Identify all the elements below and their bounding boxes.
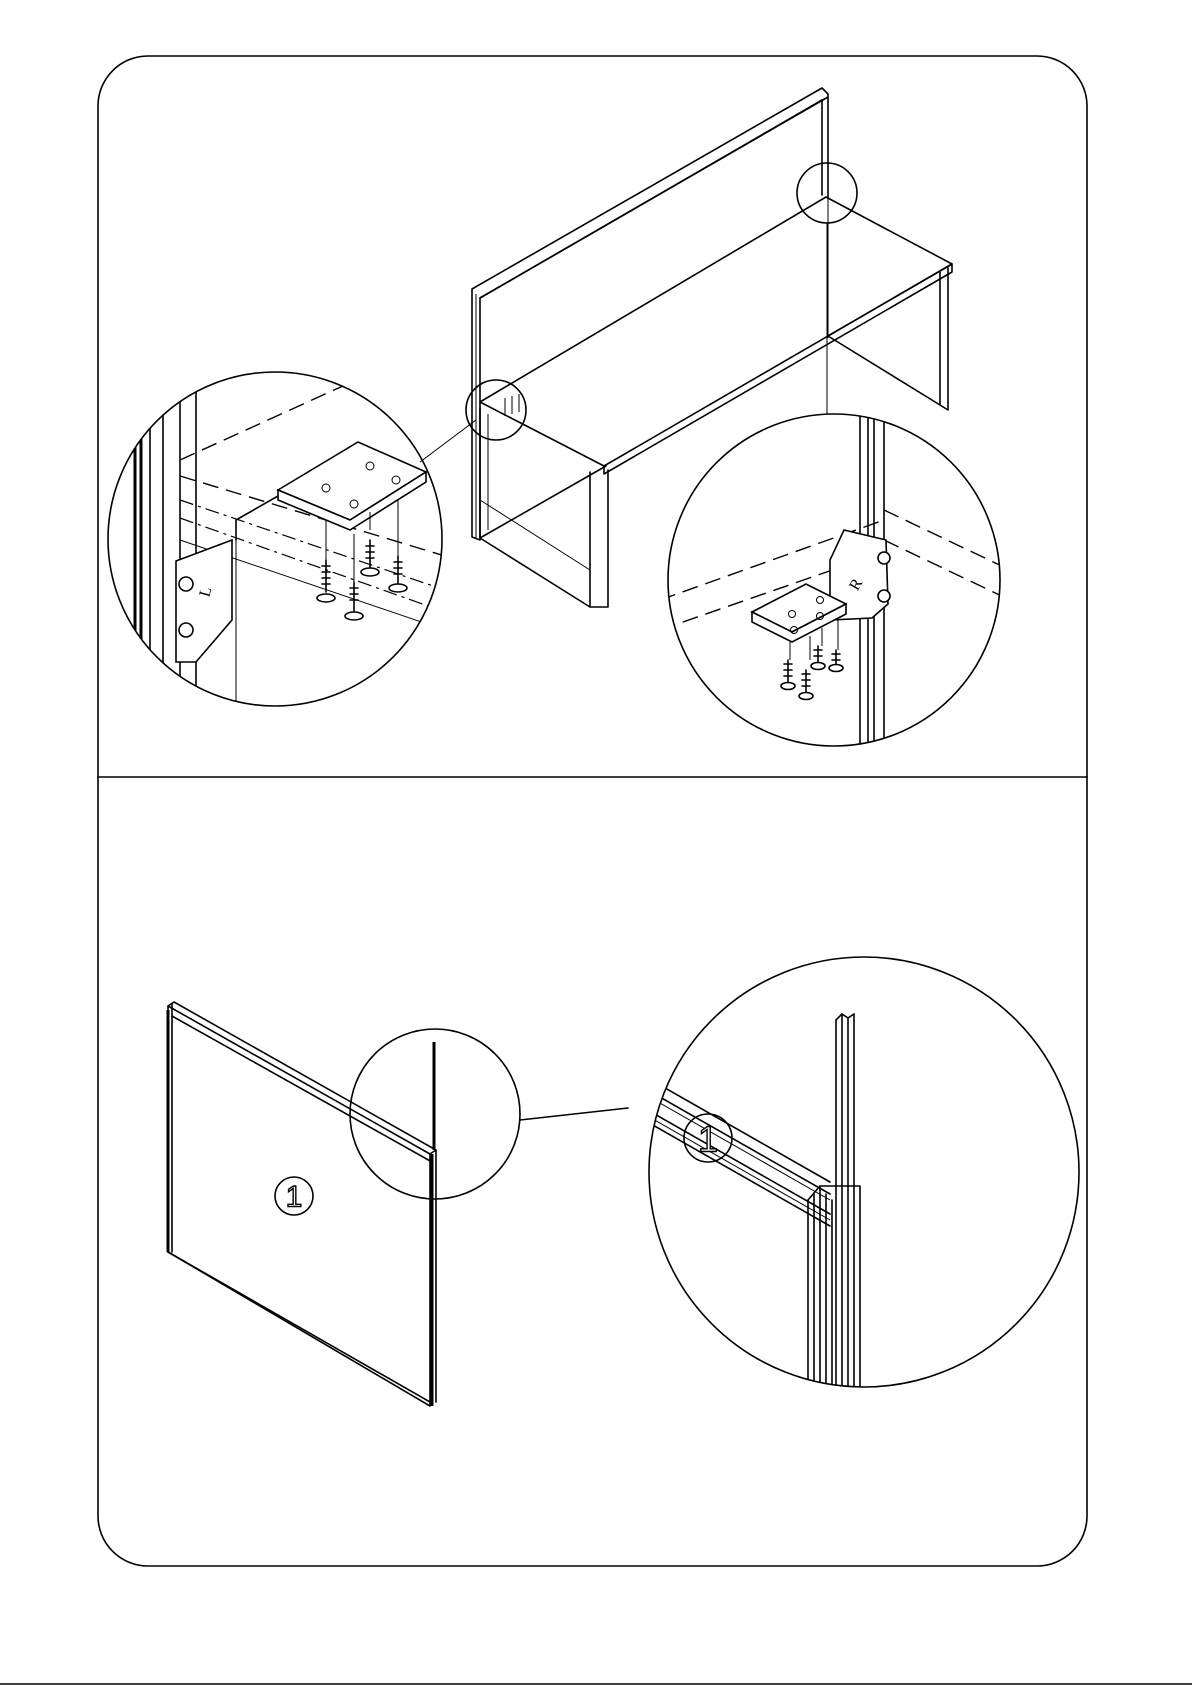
privacy-panel-drawing: 1 [168, 1002, 628, 1406]
panel-part-label: 1 [286, 1181, 303, 1214]
side-plate [176, 540, 232, 662]
right-bracket-detail: R [660, 414, 1010, 750]
panel-top-detail: 1 [630, 957, 1079, 1400]
right-leg-frame [828, 264, 952, 410]
detail-leader [520, 1108, 628, 1120]
right-detail-marker [797, 163, 857, 223]
detail-part-label: 1 [698, 1119, 718, 1160]
back-panel [472, 88, 828, 540]
left-leg-frame [480, 408, 608, 607]
desk-top [480, 197, 952, 466]
desk-drawing [420, 88, 952, 607]
page-frame [98, 56, 1087, 1566]
left-bracket-detail: L [108, 360, 445, 720]
